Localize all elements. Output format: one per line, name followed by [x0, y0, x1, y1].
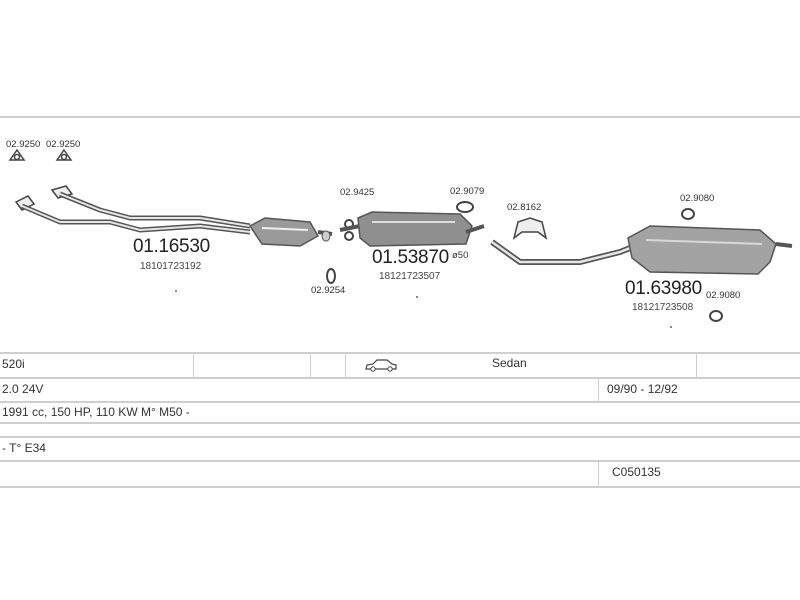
- clamp-icon: [8, 148, 73, 161]
- table-row-divider: [0, 486, 800, 488]
- center-silencer-shape: [339, 211, 485, 247]
- front-pipe-oem: 18101723192: [140, 261, 202, 272]
- rubber-mount-icon: [681, 208, 723, 322]
- center-silencer-oem: 18121723507: [379, 271, 441, 282]
- vehicle-engine: 2.0 24V: [2, 382, 44, 396]
- front-pipe-code: 01.16530: [133, 236, 210, 257]
- table-border: [0, 352, 800, 354]
- hanger-icon: [512, 217, 548, 240]
- marker-dot: [670, 326, 672, 328]
- part-code-label: 02.9080: [706, 290, 741, 301]
- part-code-label: 02.8162: [507, 202, 542, 213]
- table-row-divider: [0, 377, 800, 379]
- front-pipe-shape: [21, 191, 251, 235]
- ring-icon: [326, 219, 354, 284]
- clamp-9079-icon: [456, 201, 474, 213]
- marker-dot: [175, 290, 177, 292]
- vehicle-years: 09/90 - 12/92: [607, 382, 678, 396]
- center-silencer-code: 01.53870: [372, 247, 449, 268]
- rear-silencer-oem: 18121723508: [632, 302, 694, 313]
- part-code-label: 02.9079: [450, 186, 485, 197]
- table-col-divider: [696, 353, 697, 377]
- table-row-divider: [0, 460, 800, 462]
- part-code-label: 02.9254: [311, 285, 346, 296]
- table-col-divider: [310, 353, 311, 377]
- sedan-car-icon: [365, 359, 397, 372]
- table-row-divider: [0, 401, 800, 403]
- part-code-label: 02.9250: [6, 139, 41, 150]
- vehicle-body: Sedan: [492, 356, 527, 370]
- front-silencer-shape: [248, 217, 333, 247]
- part-code-label: 02.9250: [46, 139, 81, 150]
- table-col-divider: [598, 461, 599, 486]
- exhaust-drawing: [8, 148, 793, 322]
- top-border: [0, 116, 800, 118]
- part-code-label: 02.9080: [680, 193, 715, 204]
- vehicle-type: - T° E34: [2, 441, 46, 455]
- marker-dot: [416, 296, 418, 298]
- vehicle-model: 520i: [2, 357, 25, 371]
- table-row-divider: [0, 436, 800, 438]
- vehicle-spec: 1991 cc, 150 HP, 110 KW M° M50 -: [2, 405, 190, 419]
- table-col-divider: [193, 353, 194, 377]
- table-col-divider: [345, 353, 346, 377]
- rear-pipe-shape: [490, 239, 642, 265]
- table-col-divider: [598, 378, 599, 402]
- center-silencer-tag: ø50: [452, 250, 469, 261]
- rear-silencer-code: 01.63980: [625, 278, 702, 299]
- rear-silencer-shape: [627, 225, 793, 275]
- part-code-label: 02.9425: [340, 187, 375, 198]
- catalog-number: C050135: [612, 465, 661, 479]
- table-row-divider: [0, 422, 800, 424]
